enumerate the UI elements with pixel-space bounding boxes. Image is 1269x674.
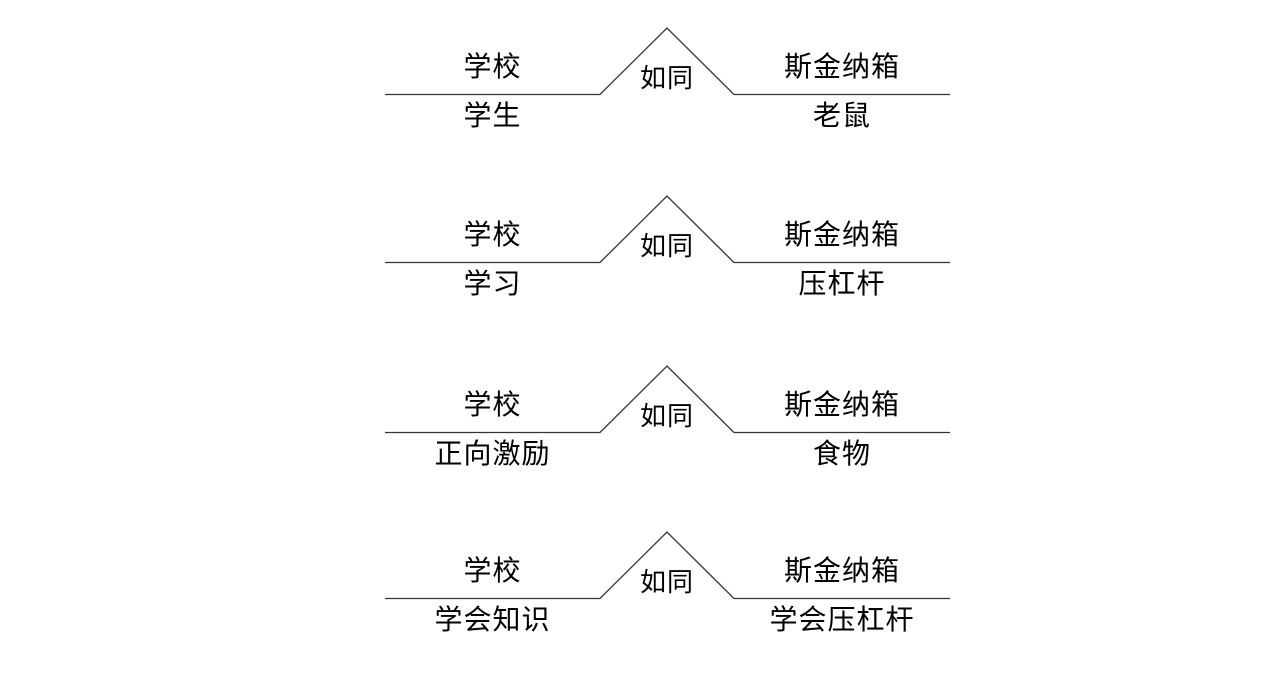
right-term-bottom: 学会压杠杆 bbox=[769, 603, 915, 636]
analogy-row: 学校 如同 斯金纳箱 学生 老鼠 bbox=[0, 0, 1269, 150]
bridge-line bbox=[385, 531, 950, 600]
left-term-top: 学校 bbox=[463, 554, 522, 587]
bridge-line bbox=[385, 27, 950, 96]
analogy-row: 学校 如同 斯金纳箱 正向激励 食物 bbox=[0, 338, 1269, 488]
bridge-line bbox=[385, 195, 950, 264]
connector-label: 如同 bbox=[639, 402, 694, 432]
left-term-bottom: 正向激励 bbox=[434, 437, 551, 470]
connector-label: 如同 bbox=[639, 64, 694, 94]
right-term-top: 斯金纳箱 bbox=[783, 554, 900, 587]
right-term-top: 斯金纳箱 bbox=[783, 388, 900, 421]
right-term-top: 斯金纳箱 bbox=[783, 218, 900, 251]
left-term-bottom: 学习 bbox=[463, 267, 522, 300]
bridge-line bbox=[385, 365, 950, 434]
analogy-row: 学校 如同 斯金纳箱 学习 压杠杆 bbox=[0, 168, 1269, 318]
right-term-bottom: 压杠杆 bbox=[798, 267, 886, 300]
right-term-top: 斯金纳箱 bbox=[783, 50, 900, 83]
analogy-row: 学校 如同 斯金纳箱 学会知识 学会压杠杆 bbox=[0, 504, 1269, 654]
right-term-bottom: 老鼠 bbox=[812, 99, 871, 132]
right-term-bottom: 食物 bbox=[812, 437, 871, 470]
left-term-bottom: 学生 bbox=[463, 99, 522, 132]
left-term-bottom: 学会知识 bbox=[434, 603, 551, 636]
left-term-top: 学校 bbox=[463, 218, 522, 251]
left-term-top: 学校 bbox=[463, 50, 522, 83]
connector-label: 如同 bbox=[639, 232, 694, 262]
left-term-top: 学校 bbox=[463, 388, 522, 421]
connector-label: 如同 bbox=[639, 568, 694, 598]
